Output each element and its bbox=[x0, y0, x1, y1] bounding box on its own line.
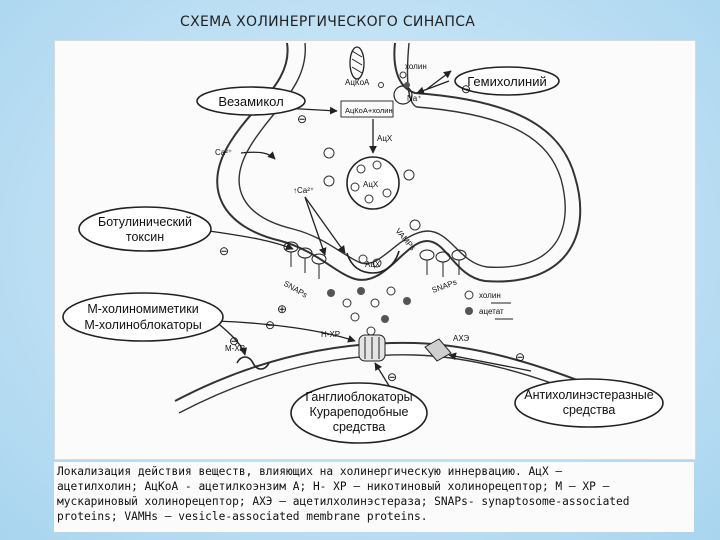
ache-label: АХЭ bbox=[453, 334, 469, 343]
minus-sign-vezamikol: ⊖ bbox=[297, 112, 307, 126]
curare-like-label: Курареподобные bbox=[310, 405, 409, 419]
presynaptic-inner-membrane bbox=[238, 42, 566, 268]
postsynaptic-membrane bbox=[174, 341, 596, 402]
vezamikol-label: Везамикол bbox=[218, 94, 283, 109]
ganglioblockers-label: Ганглиоблокаторы bbox=[305, 390, 412, 404]
gemicholinium-ellipse: Гемихолиний bbox=[454, 66, 560, 96]
minus-sign-gemicholinium: ⊖ bbox=[461, 82, 471, 96]
muscarinic-receptor bbox=[236, 356, 270, 370]
anticholinesterase-label-line1: Антихолинэстеразные bbox=[524, 388, 653, 402]
minus-sign-anticholinesterase: ⊖ bbox=[515, 350, 525, 364]
choline-transporter bbox=[393, 85, 413, 105]
curare-means-label: средства bbox=[333, 420, 386, 434]
synthesis-box bbox=[340, 100, 394, 118]
snap-proteins-left bbox=[283, 241, 327, 279]
anticholinesterase-ellipse: Антихолинэстеразные средства bbox=[514, 378, 664, 428]
m-cholinomimetics-label: М-холиномиметики bbox=[87, 302, 198, 316]
choline-top-label: холин bbox=[405, 62, 427, 71]
acoa-label: АцКоА bbox=[345, 78, 370, 87]
calcium-in-label: Ca²⁺ bbox=[215, 148, 232, 157]
nicotinic-receptor-label: Н-ХР bbox=[321, 330, 340, 339]
legend-acetate-label: ацетат bbox=[479, 307, 504, 316]
botulinum-label-line1: Ботулинический bbox=[98, 215, 192, 229]
anticholinesterase-label-line2: средства bbox=[563, 403, 616, 417]
caption-line-2: ацетилхолин; АцКоА - ацетилкоэнзим А; Н-… bbox=[57, 480, 610, 493]
plus-sign-m: ⊕ bbox=[277, 302, 287, 316]
synapse-figure: Везамикол Гемихолиний Ботулинический ток… bbox=[54, 40, 696, 460]
caption-line-4: proteins; VAMHs – vesicle-associated mem… bbox=[57, 510, 428, 523]
acoa-choline-label: АцКоА+холин bbox=[345, 106, 393, 115]
mitochondrion bbox=[349, 46, 365, 80]
muscarinic-receptor-label: М-ХР bbox=[225, 344, 245, 353]
figure-caption: Локализация действия веществ, влияющих н… bbox=[54, 462, 694, 532]
minus-sign-botulinum: ⊖ bbox=[219, 244, 229, 258]
cleft-molecules bbox=[327, 286, 411, 336]
minus-sign-m-1: ⊖ bbox=[265, 318, 275, 332]
acx-arrow-label: АцХ bbox=[377, 134, 393, 143]
presynaptic-outer-membrane bbox=[216, 42, 582, 283]
legend-choline-symbol bbox=[464, 290, 474, 300]
m-cholinergic-ellipse: М-холиномиметики М-холиноблокаторы bbox=[62, 292, 224, 342]
acx-vesicle-label: АцХ bbox=[363, 180, 379, 189]
caption-line-1: Локализация действия веществ, влияющих н… bbox=[57, 465, 563, 478]
vamps-label: VAMPs bbox=[393, 227, 417, 253]
m-cholinoblockers-label: М-холиноблокаторы bbox=[84, 318, 201, 332]
acx-cleft-label: АцХ bbox=[365, 260, 381, 269]
snaps-left-label: SNAPs bbox=[282, 279, 309, 300]
synapse-diagram: Везамикол Гемихолиний Ботулинический ток… bbox=[62, 42, 664, 444]
minus-sign-ganglioblockers: ⊖ bbox=[387, 370, 397, 384]
caption-line-3: мускариновый холинорецептор; АХЭ – ацети… bbox=[57, 495, 630, 508]
botulinum-label-line2: токсин bbox=[126, 230, 164, 244]
sodium-label: Na⁺ bbox=[407, 94, 421, 103]
vezamikol-ellipse: Везамикол bbox=[196, 86, 306, 116]
minus-sign-m-2: ⊖ bbox=[229, 334, 239, 348]
nicotinic-receptor bbox=[358, 334, 386, 362]
snaps-right-label: SNAPs bbox=[431, 278, 458, 295]
gemicholinium-label: Гемихолиний bbox=[467, 74, 546, 89]
slide-title: СХЕМА ХОЛИНЕРГИЧЕСКОГО СИНАПСА bbox=[180, 14, 476, 30]
botulinum-ellipse: Ботулинический токсин bbox=[78, 206, 212, 252]
calcium-up-label: ↑Ca²⁺ bbox=[293, 186, 314, 195]
ganglioblockers-ellipse: Ганглиоблокаторы Курареподобные средства bbox=[290, 382, 428, 444]
synaptic-vesicle bbox=[346, 156, 400, 210]
exocytosis-vesicle bbox=[346, 250, 400, 274]
legend-choline-label: холин bbox=[479, 291, 501, 300]
snap-proteins-right bbox=[419, 249, 467, 277]
legend-acetate-symbol bbox=[465, 307, 473, 315]
